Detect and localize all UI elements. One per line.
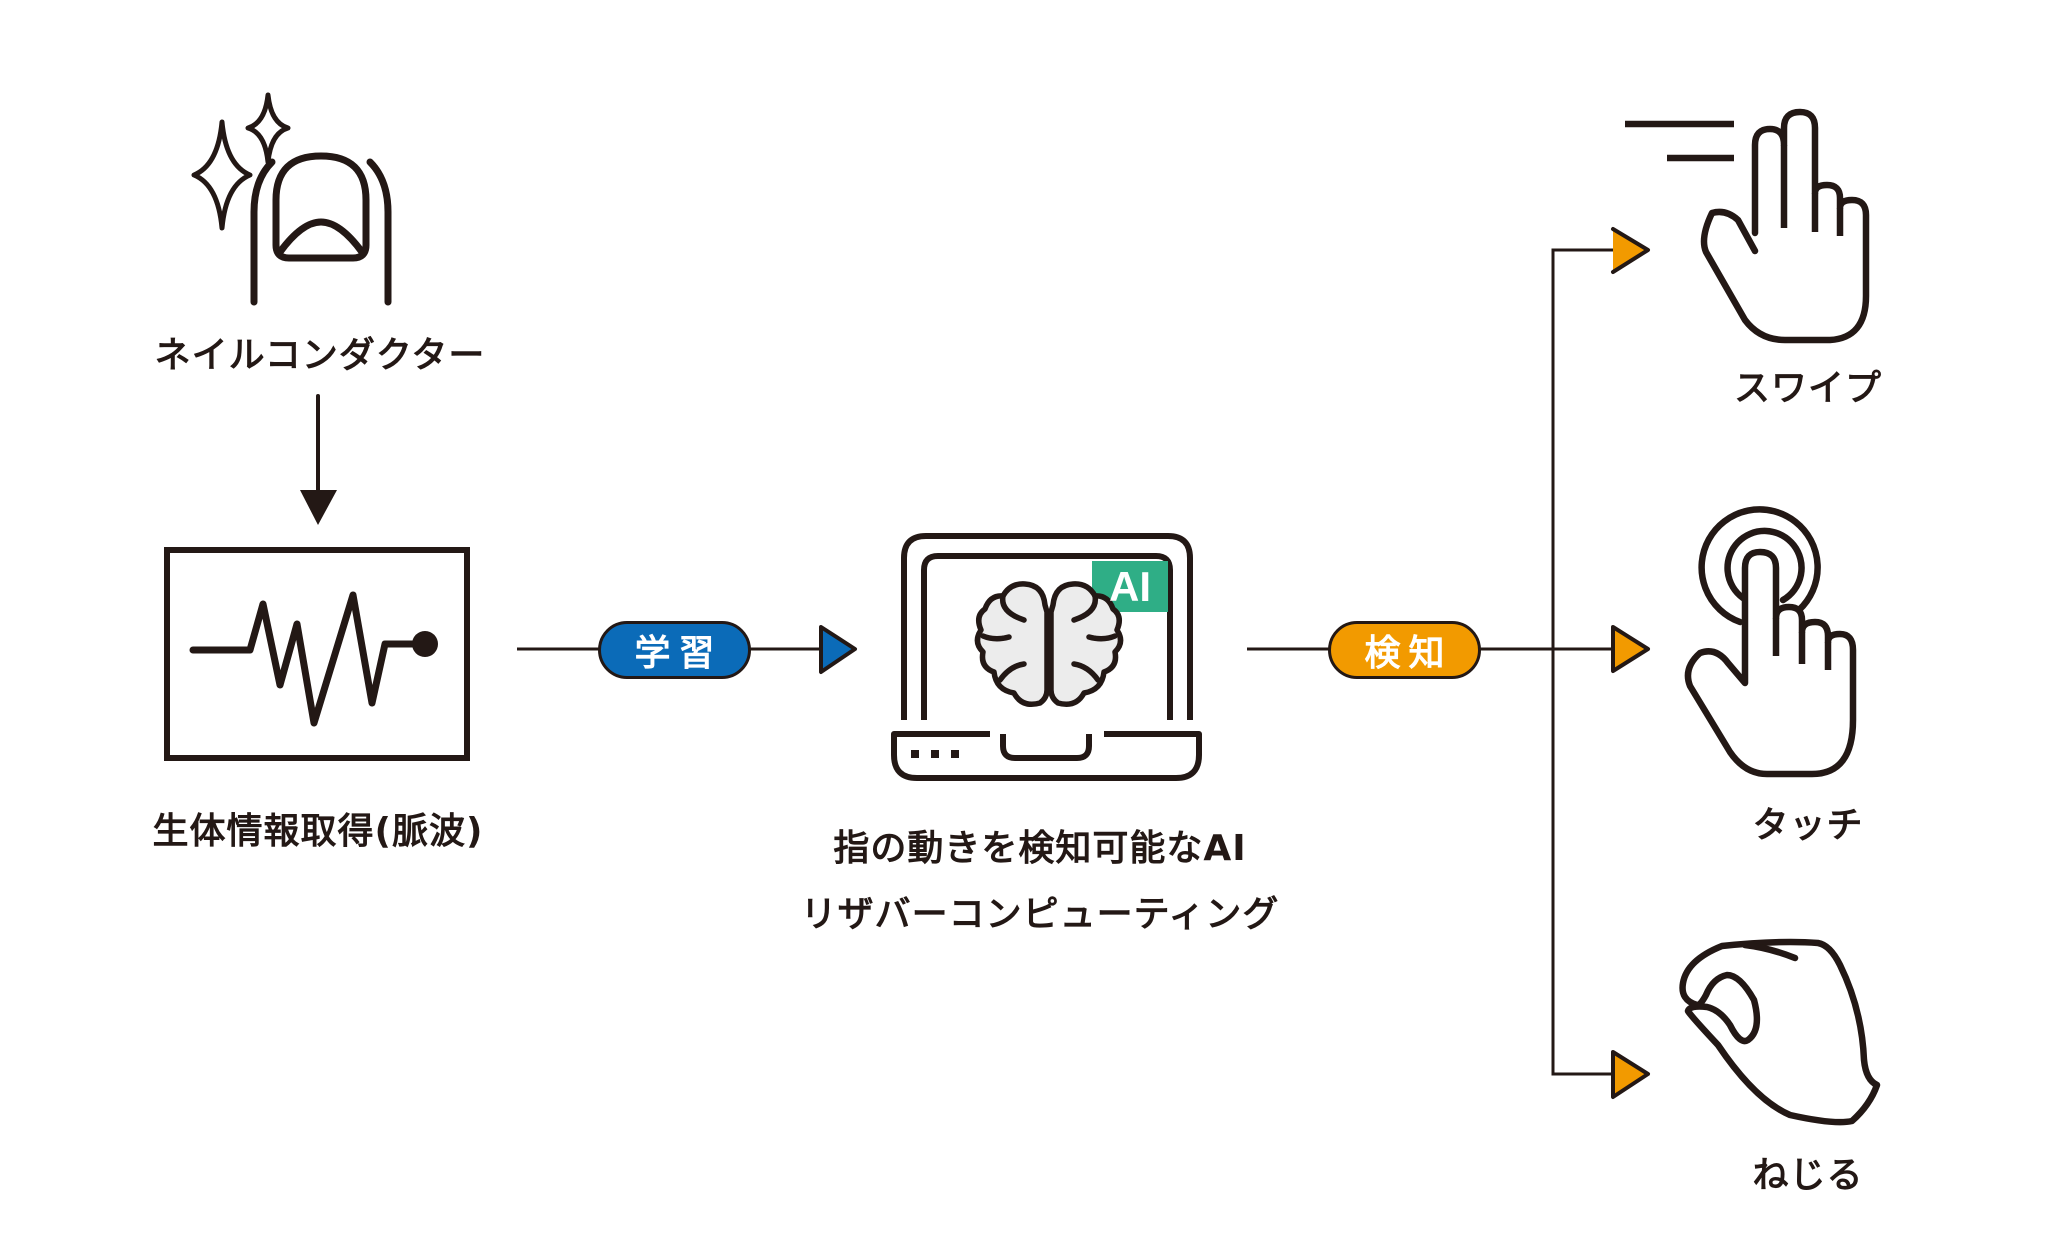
learn-badge: 学習 [598,621,751,679]
touch-hand-icon [1684,506,1857,778]
ai-description-line-2: リザバーコンピューティング [800,894,1280,935]
fingernail-sparkle-icon [191,92,392,306]
swipe-finger-gaps [1780,145,1844,236]
brain-folds [980,593,1118,683]
detect-badge: 検知 [1328,621,1481,679]
touch-hand-outline [1684,548,1857,778]
swipe-hand-icon [1625,108,1870,344]
laptop-port-1 [911,750,919,758]
pulse-wave-monitor-icon [164,547,470,761]
gesture-label-swipe: スワイプ [1733,368,1883,409]
touch-ripple-inner [1724,527,1805,604]
ai-description-line-1: 指の動きを検知可能なAI [833,828,1247,869]
biosignal-label: 生体情報取得(脈波) [152,811,484,852]
sparkle-small-icon [245,92,291,165]
laptop-port-3 [951,750,959,758]
touch-ripple-outer [1698,506,1821,626]
learn-arrowhead [819,625,857,674]
brain-left-hemisphere [974,581,1050,707]
laptop-brain-icon [891,533,1202,781]
branch-arrowhead-touch [1611,625,1650,673]
twist-hand-outline [1679,938,1881,1126]
brain-icon [974,581,1124,707]
laptop-screen-outer [901,533,1193,720]
learn-badge-label: 学習 [634,633,723,674]
swipe-hand-outline [1700,108,1870,344]
pulse-wave-line [189,591,429,727]
gesture-label-twist: ねじる [1752,1155,1864,1196]
pulse-wave-endpoint [412,631,438,657]
twist-hand-icon [1679,938,1881,1126]
branch-arrowhead-twist [1611,1050,1650,1099]
laptop-base [891,731,1202,781]
finger-outline [250,158,392,306]
branch-arrowhead-swipe [1611,227,1650,274]
ai-badge-label: AI [1109,562,1151,610]
nail-outline [272,152,370,262]
touch-finger-gaps [1772,618,1832,670]
sparkle-large-icon [191,119,253,231]
detect-badge-label: 検知 [1364,633,1453,674]
monitor-frame [164,547,470,761]
laptop-screen-inner [921,553,1173,720]
branch-connector [1551,248,1613,1076]
laptop-port-2 [931,750,939,758]
gesture-label-touch: タッチ [1752,805,1864,846]
nail-cuticle [276,218,366,256]
nail-conductor-label: ネイルコンダクター [154,335,486,376]
arrow-down-head [300,490,337,525]
twist-finger-crease [1741,941,1799,962]
laptop-trackpad [1000,734,1092,761]
brain-right-hemisphere [1048,581,1124,707]
